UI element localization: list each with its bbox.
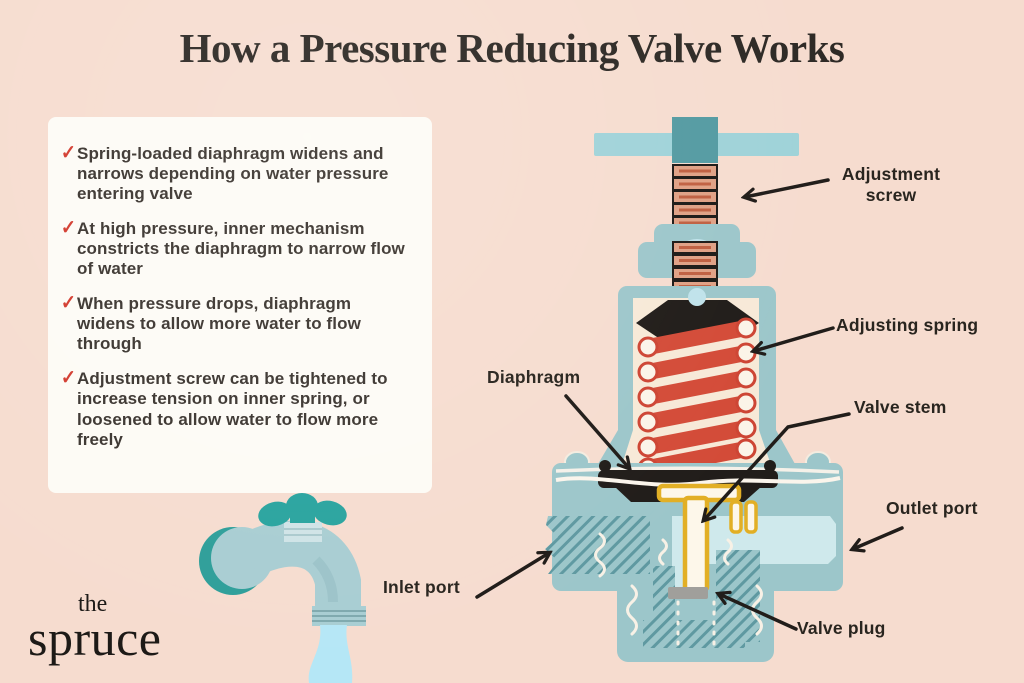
faucet-illustration [199,493,366,683]
faucet-shading [312,556,338,603]
checkmark-icon: ✓ [60,217,76,240]
info-box: ✓ Spring-loaded diaphragm widens and nar… [48,117,432,493]
diaphragm-arrow [564,394,629,468]
label-adjusting-spring: Adjusting spring [836,315,979,335]
list-item-text: Adjustment screw can be tightened to inc… [77,369,388,449]
checkmark-icon: ✓ [60,292,76,315]
list-item: ✓ When pressure drops, diaphragm widens … [60,292,410,354]
outlet-port-arrow [853,526,904,549]
faucet-packing-nut [284,522,322,542]
adjustment-screw-threads-upper [672,164,718,230]
label-valve-stem: Valve stem [854,397,947,417]
list-item-text: Spring-loaded diaphragm widens and narro… [77,144,389,204]
checkmark-icon: ✓ [60,142,76,164]
valve-stem-shape [656,483,758,593]
label-outlet-port: Outlet port [886,498,978,518]
body-highlight [555,466,840,474]
list-item-text: At high pressure, inner mechanism constr… [77,219,405,279]
bottom-hatched-block [643,620,745,648]
adjustment-screw-threads-lower [672,241,718,293]
seat-hatched-left [653,566,675,622]
valve-handle-block [672,117,718,163]
inlet-port-arrow [475,553,549,599]
retainer-notch [688,288,706,306]
valve-plug-shape [668,587,708,599]
label-diaphragm: Diaphragm [487,367,581,387]
list-item-text: When pressure drops, diaphragm widens to… [77,294,361,354]
logo-word-spruce: spruce [28,610,162,666]
checkmark-icon: ✓ [60,367,76,390]
valve-stem-arrow [704,412,851,520]
label-adjustment-screw: Adjustment screw [841,164,941,205]
brand-logo: the spruce [28,592,162,663]
inlet-hatched-block [545,516,650,574]
list-item: ✓ Adjustment screw can be tightened to i… [60,367,410,449]
list-item: ✓ Spring-loaded diaphragm widens and nar… [60,142,410,204]
valve-plug-arrow [719,594,798,631]
page-title: How a Pressure Reducing Valve Works [179,25,845,71]
adjusting-spring-arrow [754,326,835,351]
label-inlet-port: Inlet port [383,577,460,597]
water-stream [308,625,353,683]
logo-word-the: the [78,591,108,617]
adjustment-screw-arrow [745,178,830,197]
water-flow-marks [594,532,763,654]
faucet-handle [258,493,347,527]
callout-arrows [475,178,904,631]
faucet-body [237,520,361,610]
label-valve-plug: Valve plug [797,618,886,638]
list-item: ✓ At high pressure, inner mechanism cons… [60,217,410,279]
valve-illustration [545,117,843,662]
